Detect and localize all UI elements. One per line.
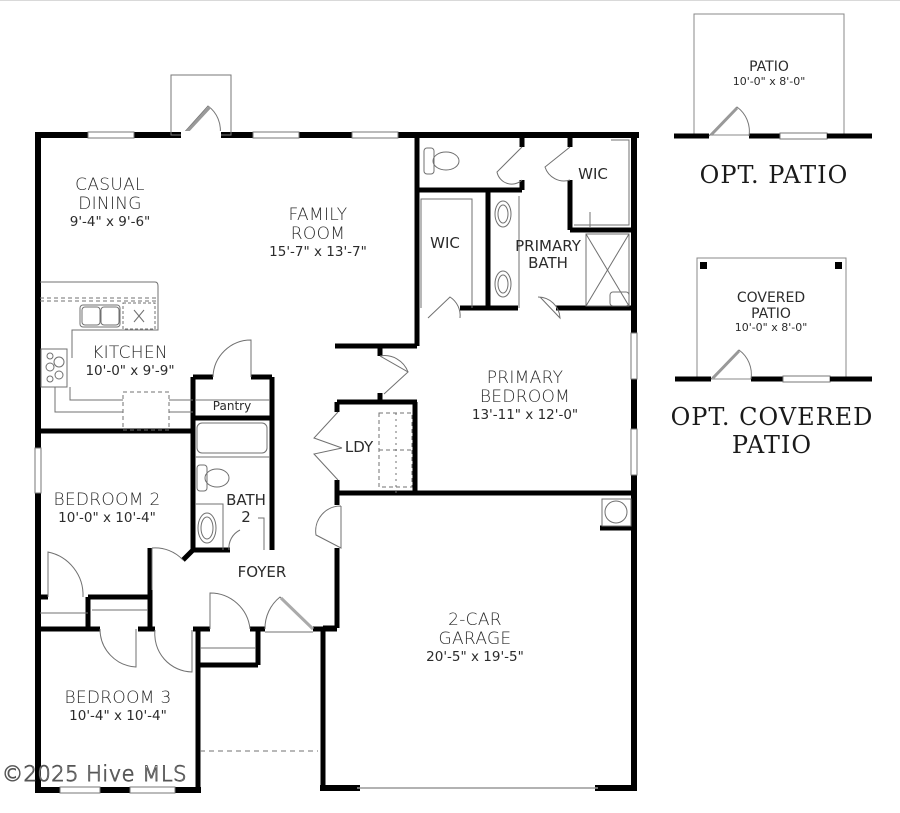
room-pantry: Pantry <box>212 399 252 413</box>
room-laundry: LDY <box>345 439 373 456</box>
room-name: ROOM <box>290 224 346 245</box>
room-dimensions: 9'-4" x 9'-6" <box>69 214 151 231</box>
room-name: GARAGE <box>438 629 512 650</box>
room-name: BEDROOM 2 <box>53 490 161 510</box>
top-border <box>0 0 900 1</box>
rear-stoop <box>170 74 232 137</box>
opt-covered-patio-title: OPT. COVERED PATIO <box>670 403 874 459</box>
room-name: 2-CAR <box>448 610 502 630</box>
room-dimensions: 15'-7" x 13'-7" <box>269 244 367 261</box>
room-primary-bedroom: PRIMARY BEDROOM 13'-11" x 12'-0" <box>471 368 579 424</box>
opt-patio-room: PATIO 10'-0" x 8'-0" <box>732 59 806 88</box>
room-name: FAMILY <box>288 205 348 225</box>
interior-walls <box>38 135 634 790</box>
room-dimensions: 10'-0" x 8'-0" <box>734 321 808 335</box>
room-family-room: FAMILY ROOM 15'-7" x 13'-7" <box>269 205 367 261</box>
windows <box>34 131 638 794</box>
room-casual-dining: CASUAL DINING 9'-4" x 9'-6" <box>69 175 151 231</box>
room-dimensions: 10'-0" x 9'-9" <box>85 363 175 380</box>
room-dimensions: 20'-5" x 19'-5" <box>426 649 524 666</box>
room-name: PRIMARY <box>486 368 564 388</box>
room-wic-right: WIC <box>578 166 608 183</box>
room-name: BATH <box>528 253 568 272</box>
copyright-watermark: ©2025 Hive MLS <box>2 762 187 787</box>
title-line: PATIO <box>731 430 813 459</box>
rear-door-opening <box>181 131 221 139</box>
room-dimensions: 10'-0" x 8'-0" <box>732 74 806 88</box>
room-name: PATIO <box>751 305 791 322</box>
room-foyer: FOYER <box>238 564 287 581</box>
room-name: Pantry <box>212 399 252 413</box>
opt-patio-drawing <box>674 13 872 140</box>
title-line: OPT. COVERED <box>670 403 874 431</box>
room-name: CASUAL <box>75 175 145 195</box>
room-bedroom-2: BEDROOM 2 10'-0" x 10'-4" <box>53 490 161 527</box>
room-name: BATH <box>226 491 266 509</box>
opt-patio-title: OPT. PATIO <box>699 161 849 189</box>
room-name: LDY <box>344 438 374 456</box>
room-garage: 2-CAR GARAGE 20'-5" x 19'-5" <box>426 610 524 666</box>
room-wic-left: WIC <box>430 235 460 252</box>
room-name: WIC <box>430 234 460 252</box>
room-primary-bath: PRIMARY BATH <box>515 238 581 272</box>
room-name: PRIMARY <box>515 237 581 255</box>
fixtures <box>40 139 632 752</box>
opt-covered-patio-drawing <box>675 257 872 383</box>
room-name: WIC <box>578 165 608 183</box>
room-name: DINING <box>78 194 142 215</box>
room-name: BEDROOM 3 <box>64 688 172 708</box>
room-dimensions: 13'-11" x 12'-0" <box>471 407 579 424</box>
room-kitchen: KITCHEN 10'-0" x 9'-9" <box>85 343 175 380</box>
room-name: FOYER <box>237 563 287 581</box>
room-name: COVERED <box>736 290 806 306</box>
room-bedroom-3: BEDROOM 3 10'-4" x 10'-4" <box>64 688 172 725</box>
room-name: PATIO <box>749 59 789 75</box>
room-name: BEDROOM <box>479 387 571 408</box>
room-name: KITCHEN <box>92 343 168 363</box>
opt-covered-patio-room: COVERED PATIO 10'-0" x 8'-0" <box>734 290 808 335</box>
room-dimensions: 10'-4" x 10'-4" <box>69 708 167 725</box>
room-dimensions: 10'-0" x 10'-4" <box>58 510 156 527</box>
room-name: 2 <box>241 507 251 526</box>
room-bath-2: BATH 2 <box>226 492 266 526</box>
